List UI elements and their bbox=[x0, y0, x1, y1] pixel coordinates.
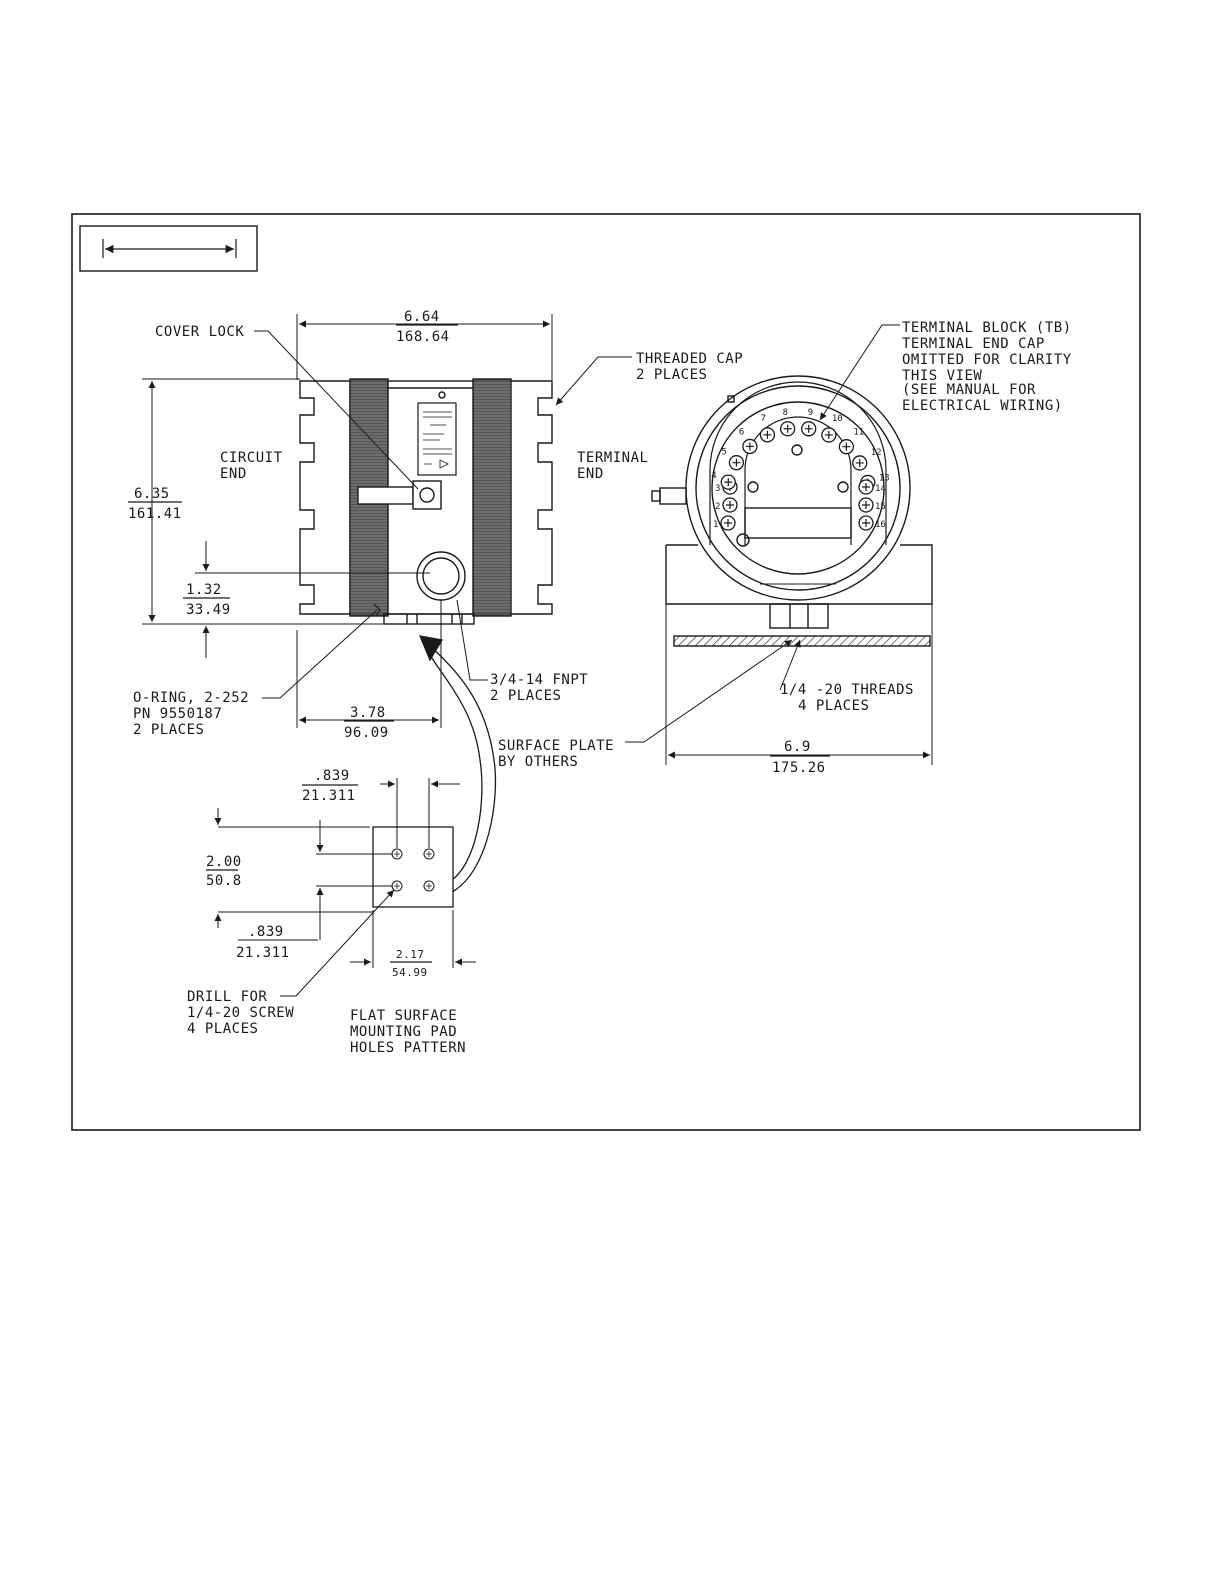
dim-pad-hole-bottom-in: .839 bbox=[248, 924, 284, 940]
pad-caption-3: HOLES PATTERN bbox=[350, 1040, 466, 1056]
dim-pad-height-mm: 50.8 bbox=[206, 873, 242, 889]
knurled-band-right bbox=[472, 378, 512, 617]
dim-conduit-offset-in: 3.78 bbox=[350, 705, 386, 721]
dim-pad-width-in: 2.17 bbox=[396, 948, 425, 961]
dim-conduit-height-mm: 33.49 bbox=[186, 602, 231, 618]
terminal-number-label: 16 bbox=[875, 520, 886, 530]
cover-lock bbox=[357, 486, 414, 505]
terminal-number-label: 7 bbox=[760, 414, 765, 424]
terminal-block-label-5: (SEE MANUAL FOR bbox=[902, 382, 1036, 398]
terminal-block-label-2: TERMINAL END CAP bbox=[902, 336, 1045, 352]
dim-end-width-in: 6.9 bbox=[784, 739, 811, 755]
dim-conduit-height-in: 1.32 bbox=[186, 582, 222, 598]
dim-height-mm: 161.41 bbox=[128, 506, 182, 522]
threads-label-2: 4 PLACES bbox=[798, 698, 869, 714]
terminal-number-label: 13 bbox=[879, 473, 890, 483]
terminal-number-label: 11 bbox=[853, 428, 864, 438]
terminal-number-label: 3 bbox=[715, 484, 720, 494]
terminal-block-label-1: TERMINAL BLOCK (TB) bbox=[902, 320, 1072, 336]
terminal-number-label: 12 bbox=[871, 448, 882, 458]
dim-pad-height-in: 2.00 bbox=[206, 854, 242, 870]
surface-plate-label-1: SURFACE PLATE bbox=[498, 738, 614, 754]
terminal-number-label: 8 bbox=[783, 408, 788, 418]
pad-hole-icon bbox=[423, 880, 435, 892]
side-view bbox=[299, 378, 553, 625]
drill-label-1: DRILL FOR bbox=[187, 989, 267, 1005]
end-view bbox=[651, 375, 933, 647]
threaded-cap-label-2: 2 PLACES bbox=[636, 367, 707, 383]
oring-label-3: 2 PLACES bbox=[133, 722, 204, 738]
terminal-block-label-4: THIS VIEW bbox=[902, 368, 982, 384]
threaded-cap-label-1: THREADED CAP bbox=[636, 351, 743, 367]
pad-caption-1: FLAT SURFACE bbox=[350, 1008, 457, 1024]
terminal-number-label: 6 bbox=[739, 427, 744, 437]
terminal-number-label: 10 bbox=[832, 414, 843, 424]
surface-plate bbox=[673, 635, 931, 647]
mounting-pad bbox=[372, 826, 454, 908]
terminal-end-cap bbox=[509, 380, 553, 615]
circuit-end-cap bbox=[299, 380, 351, 615]
pad-callout-arrow bbox=[418, 635, 497, 893]
circuit-end-label-2: END bbox=[220, 466, 247, 482]
threads-label-1: 1/4 -20 THREADS bbox=[780, 682, 914, 698]
terminal-number-label: 4 bbox=[711, 471, 716, 481]
terminal-block-label-6: ELECTRICAL WIRING) bbox=[902, 398, 1063, 414]
dim-pad-hole-bottom-mm: 21.311 bbox=[236, 945, 290, 961]
surface-plate-label-2: BY OTHERS bbox=[498, 754, 578, 770]
terminal-end-label-2: END bbox=[577, 466, 604, 482]
terminal-number-label: 2 bbox=[715, 502, 720, 512]
conduit-entry bbox=[416, 551, 466, 601]
terminal-number-label: 9 bbox=[808, 408, 813, 418]
nameplate bbox=[417, 402, 457, 476]
oring-label-2: PN 9550187 bbox=[133, 706, 222, 722]
oring-label-1: O-RING, 2-252 bbox=[133, 690, 249, 706]
dim-width-mm: 168.64 bbox=[396, 329, 450, 345]
dim-end-width-mm: 175.26 bbox=[772, 760, 826, 776]
legend-box bbox=[79, 225, 258, 272]
terminal-number-label: 14 bbox=[875, 484, 886, 494]
dim-pad-hole-top-in: .839 bbox=[314, 768, 350, 784]
pad-caption-2: MOUNTING PAD bbox=[350, 1024, 457, 1040]
dim-conduit-offset-mm: 96.09 bbox=[344, 725, 389, 741]
fnpt-label-2: 2 PLACES bbox=[490, 688, 561, 704]
terminal-block-label-3: OMITTED FOR CLARITY bbox=[902, 352, 1072, 368]
terminal-number-label: 1 bbox=[713, 520, 718, 530]
fnpt-label-1: 3/4-14 FNPT bbox=[490, 672, 588, 688]
terminal-number-label: 15 bbox=[875, 502, 886, 512]
drawing-border bbox=[71, 213, 1141, 1131]
cover-lock-label: COVER LOCK bbox=[155, 324, 244, 340]
pad-hole-icon bbox=[423, 848, 435, 860]
circuit-end-label-1: CIRCUIT bbox=[220, 450, 283, 466]
dim-width-in: 6.64 bbox=[404, 309, 440, 325]
dim-pad-width-mm: 54.99 bbox=[392, 966, 428, 979]
terminal-end-label-1: TERMINAL bbox=[577, 450, 648, 466]
terminal-number-label: 5 bbox=[721, 448, 726, 458]
dim-pad-hole-top-mm: 21.311 bbox=[302, 788, 356, 804]
drill-label-2: 1/4-20 SCREW bbox=[187, 1005, 294, 1021]
drill-label-3: 4 PLACES bbox=[187, 1021, 258, 1037]
dim-height-in: 6.35 bbox=[134, 486, 170, 502]
